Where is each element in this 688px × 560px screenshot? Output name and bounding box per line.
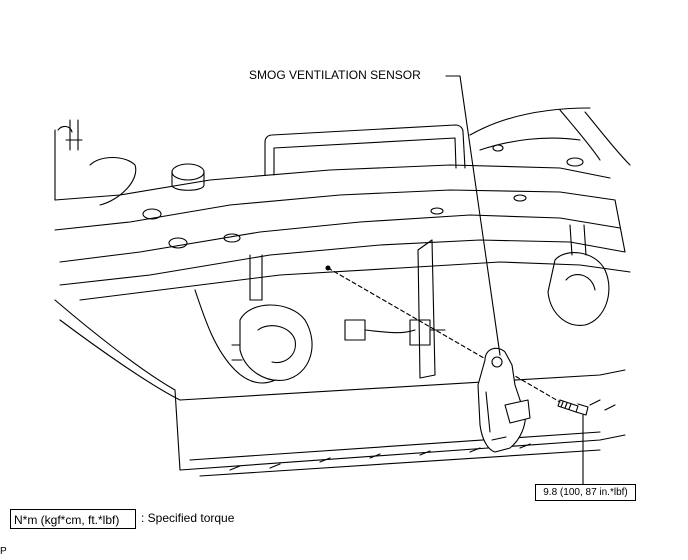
radiator-support [54, 125, 631, 301]
figure-code: P [0, 546, 7, 557]
grille-slats [189, 399, 616, 477]
wiring-harness [194, 289, 446, 384]
center-bracket [417, 239, 436, 379]
legend-unit-box: N*m (kgf*cm, ft.*lbf) [10, 509, 136, 529]
leader-lines [445, 75, 584, 485]
left-horn [231, 254, 313, 381]
sensor-callout-label: SMOG VENTILATION SENSOR [249, 68, 421, 82]
legend-description: : Specified torque [141, 511, 235, 525]
hood-outline [469, 107, 631, 166]
smog-ventilation-sensor [477, 347, 531, 453]
bolt [557, 399, 589, 416]
torque-spec-box: 9.8 (100, 87 in.*lbf) [535, 484, 636, 501]
reservoir [65, 119, 205, 206]
hood-latch-frame [264, 124, 466, 176]
right-horn [547, 224, 610, 326]
mounting-holes [142, 144, 584, 249]
bumper-left [54, 299, 626, 471]
install-guide-line [327, 267, 561, 403]
